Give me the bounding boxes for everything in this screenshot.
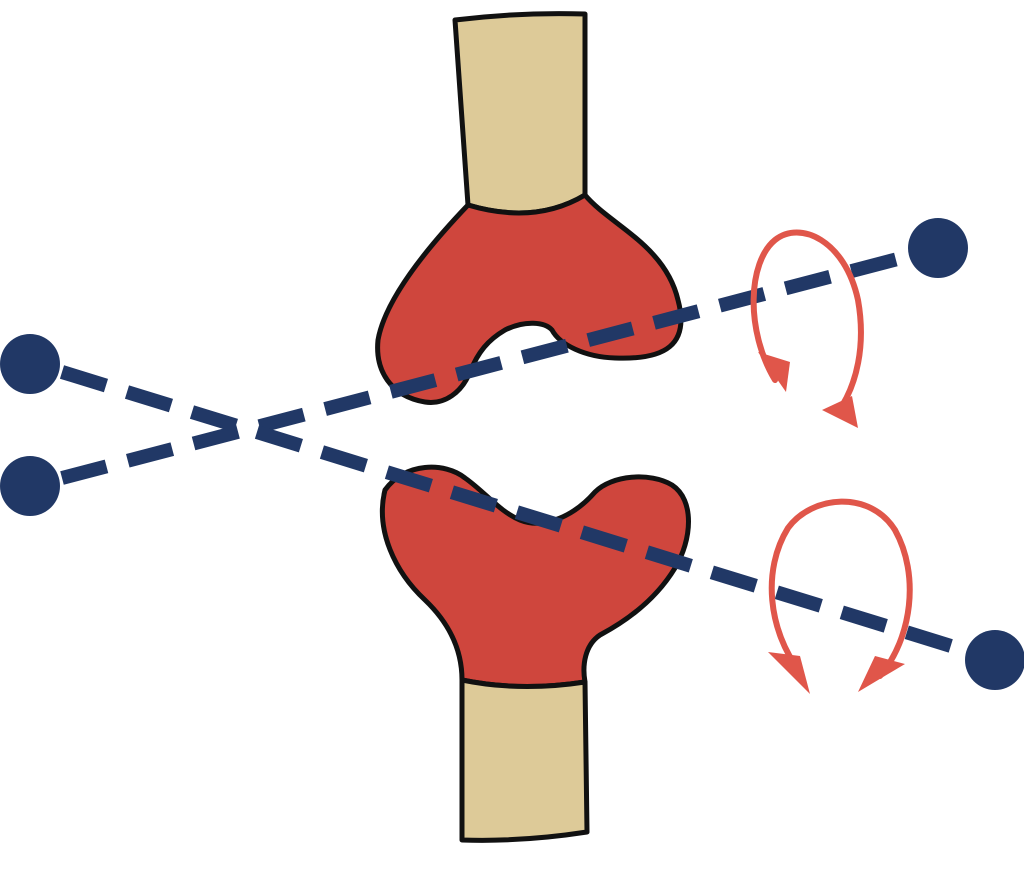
lower-axis-right-endpoint <box>965 630 1024 690</box>
lower-axis-left-endpoint <box>0 334 60 394</box>
upper-rotation-arc <box>750 229 864 415</box>
lower-rotation-arrowhead-right <box>858 656 905 692</box>
upper-joint-head <box>375 192 684 405</box>
upper-rotation-arrowhead-right <box>822 396 858 428</box>
upper-axis-right-endpoint <box>908 218 968 278</box>
upper-rotation-arrowhead-left <box>758 352 790 392</box>
lower-axis-dashed-line <box>59 365 993 665</box>
upper-bone-shaft <box>452 11 588 216</box>
lower-rotation-arc <box>768 498 913 679</box>
lower-joint-head <box>379 464 691 690</box>
upper-axis-dashed-line <box>60 243 934 485</box>
upper-rotation-axis <box>0 218 968 516</box>
upper-axis-left-endpoint <box>0 456 60 516</box>
lower-rotation-arrowhead-left <box>768 652 810 694</box>
upper-rotation-arrow <box>750 229 864 428</box>
lower-rotation-axis <box>0 334 1024 690</box>
lower-rotation-arrow <box>768 498 913 694</box>
lower-bone-shaft <box>459 677 590 843</box>
